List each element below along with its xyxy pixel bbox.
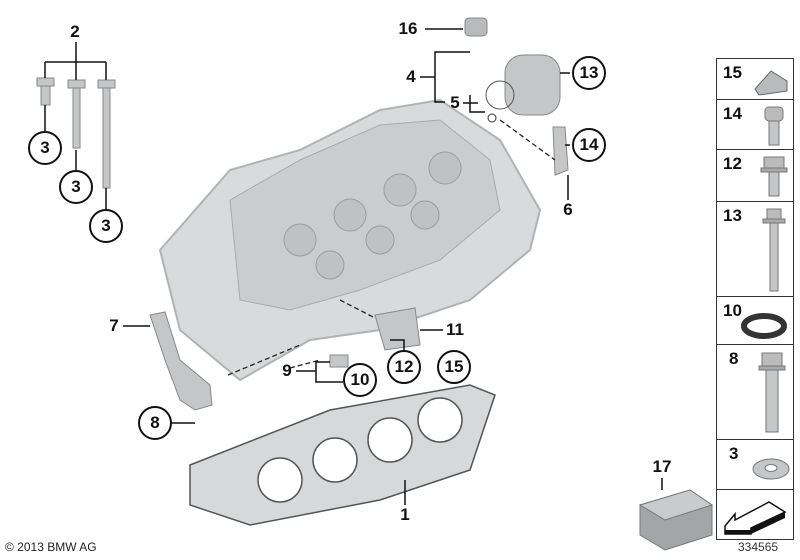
callout-3-b: 3: [59, 170, 93, 204]
long-bolt-icon: [762, 208, 786, 292]
legend-item-12[interactable]: 12: [716, 150, 794, 202]
legend-item-15[interactable]: 15: [716, 58, 794, 100]
callout-11: 11: [446, 320, 464, 339]
hex-bolt-icon: [758, 352, 786, 433]
diagram-number: 334565: [738, 540, 779, 554]
arrow-icon: [724, 501, 787, 535]
callout-12: 12: [387, 350, 421, 384]
copyright-text: © 2013 BMW AG: [5, 540, 97, 554]
callout-2: 2: [70, 22, 80, 41]
callout-13: 13: [572, 56, 606, 90]
legend-item-8[interactable]: 8: [716, 345, 794, 440]
legend-item-arrow[interactable]: [716, 490, 794, 540]
callout-3-a: 3: [28, 131, 62, 165]
clip-nut-icon: [754, 70, 788, 96]
washer-icon: [752, 458, 790, 480]
callout-7: 7: [109, 316, 119, 335]
callout-16: 16: [398, 19, 418, 38]
flange-bolt-icon: [760, 156, 788, 197]
legend-item-14[interactable]: 14: [716, 100, 794, 150]
callout-10: 10: [343, 363, 377, 397]
callout-8: 8: [138, 406, 172, 440]
callout-5: 5: [450, 93, 460, 112]
parts-legend-panel: 15 14 12 13 10 8 3: [716, 58, 794, 540]
legend-item-3[interactable]: 3: [716, 440, 794, 490]
legend-item-13[interactable]: 13: [716, 202, 794, 297]
callout-17: 17: [652, 457, 672, 476]
legend-item-10[interactable]: 10: [716, 297, 794, 345]
callout-6: 6: [563, 200, 573, 219]
callout-4: 4: [406, 67, 416, 86]
callout-9: 9: [282, 361, 292, 380]
o-ring-icon: [741, 313, 787, 339]
callout-3-c: 3: [89, 209, 123, 243]
callout-15: 15: [437, 350, 471, 384]
callout-14: 14: [572, 128, 606, 162]
callout-1: 1: [400, 505, 410, 524]
socket-bolt-icon: [764, 106, 784, 146]
